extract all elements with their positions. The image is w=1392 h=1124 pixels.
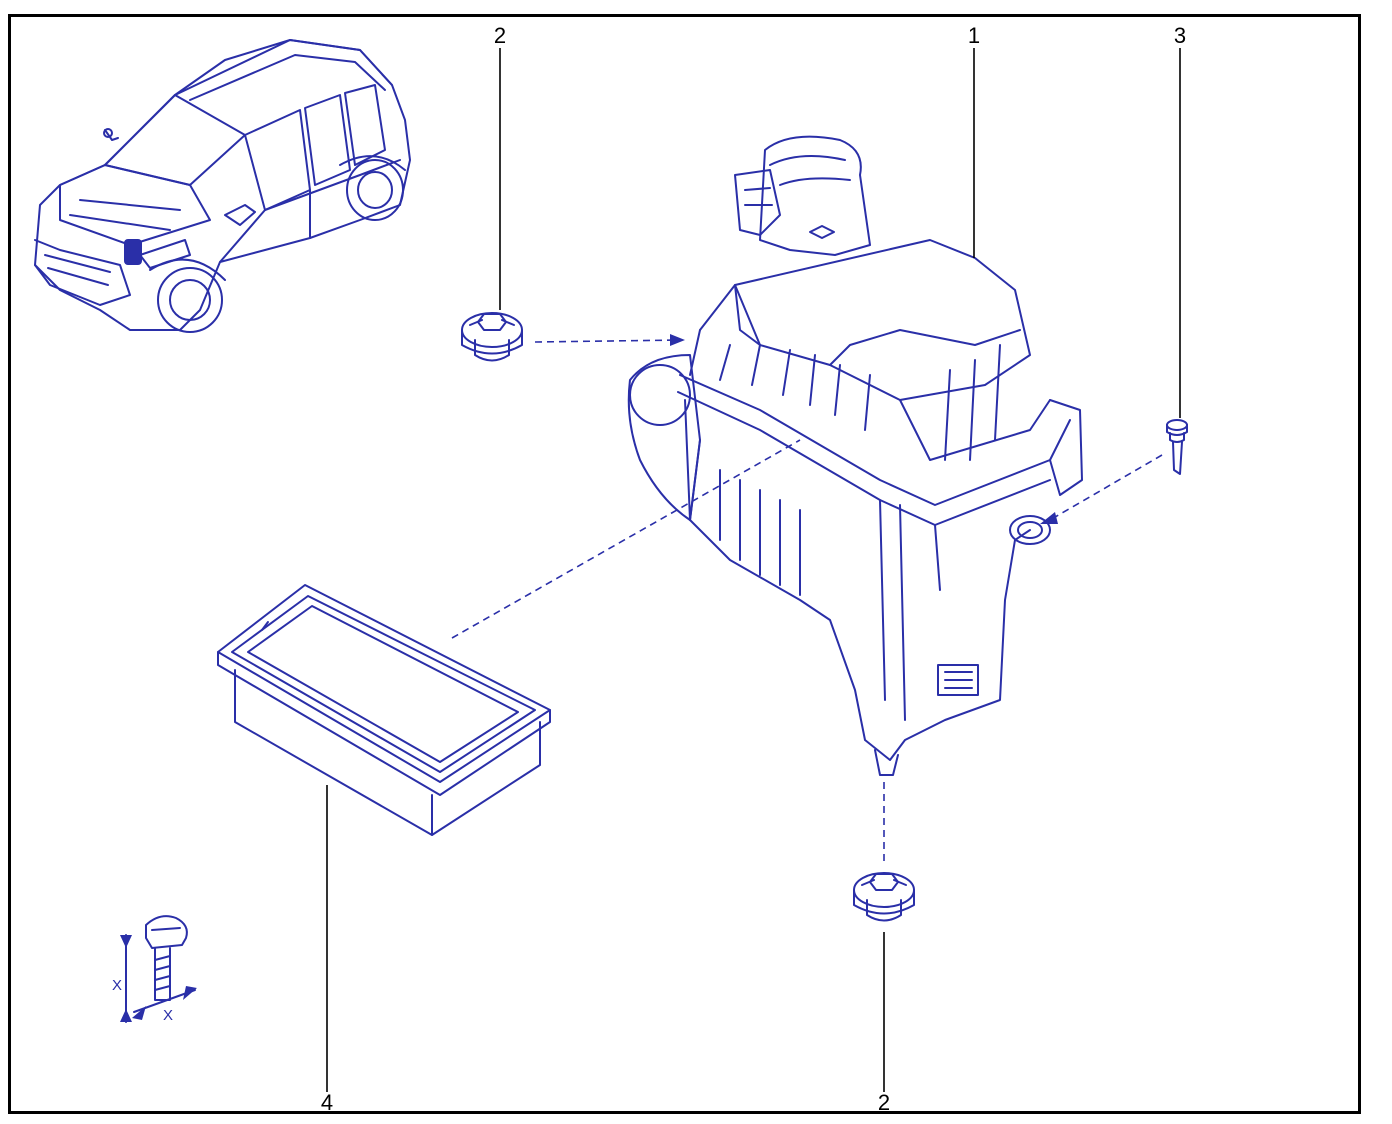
assembly-line-grommet-top xyxy=(534,339,683,343)
vehicle-thumbnail xyxy=(34,39,411,333)
grommet-top xyxy=(461,312,523,362)
callout-4: 4 xyxy=(320,1090,334,1115)
assembly-line-screw xyxy=(1049,454,1163,521)
callout-2-top: 2 xyxy=(493,23,507,48)
grommet-bottom xyxy=(853,872,915,922)
callout-2-bottom: 2 xyxy=(877,1090,891,1115)
torque-dimension-x-horizontal: X xyxy=(162,1007,174,1024)
air-filter-element xyxy=(217,584,551,836)
air-filter-housing xyxy=(627,135,1083,776)
diagram-frame xyxy=(8,14,1361,1114)
callout-1: 1 xyxy=(967,23,981,48)
assembly-line-filter xyxy=(451,439,801,639)
screw xyxy=(1166,419,1188,475)
torque-bolt-symbol xyxy=(125,915,196,1023)
callout-3: 3 xyxy=(1173,23,1187,48)
torque-dimension-x-vertical: X xyxy=(111,977,123,994)
